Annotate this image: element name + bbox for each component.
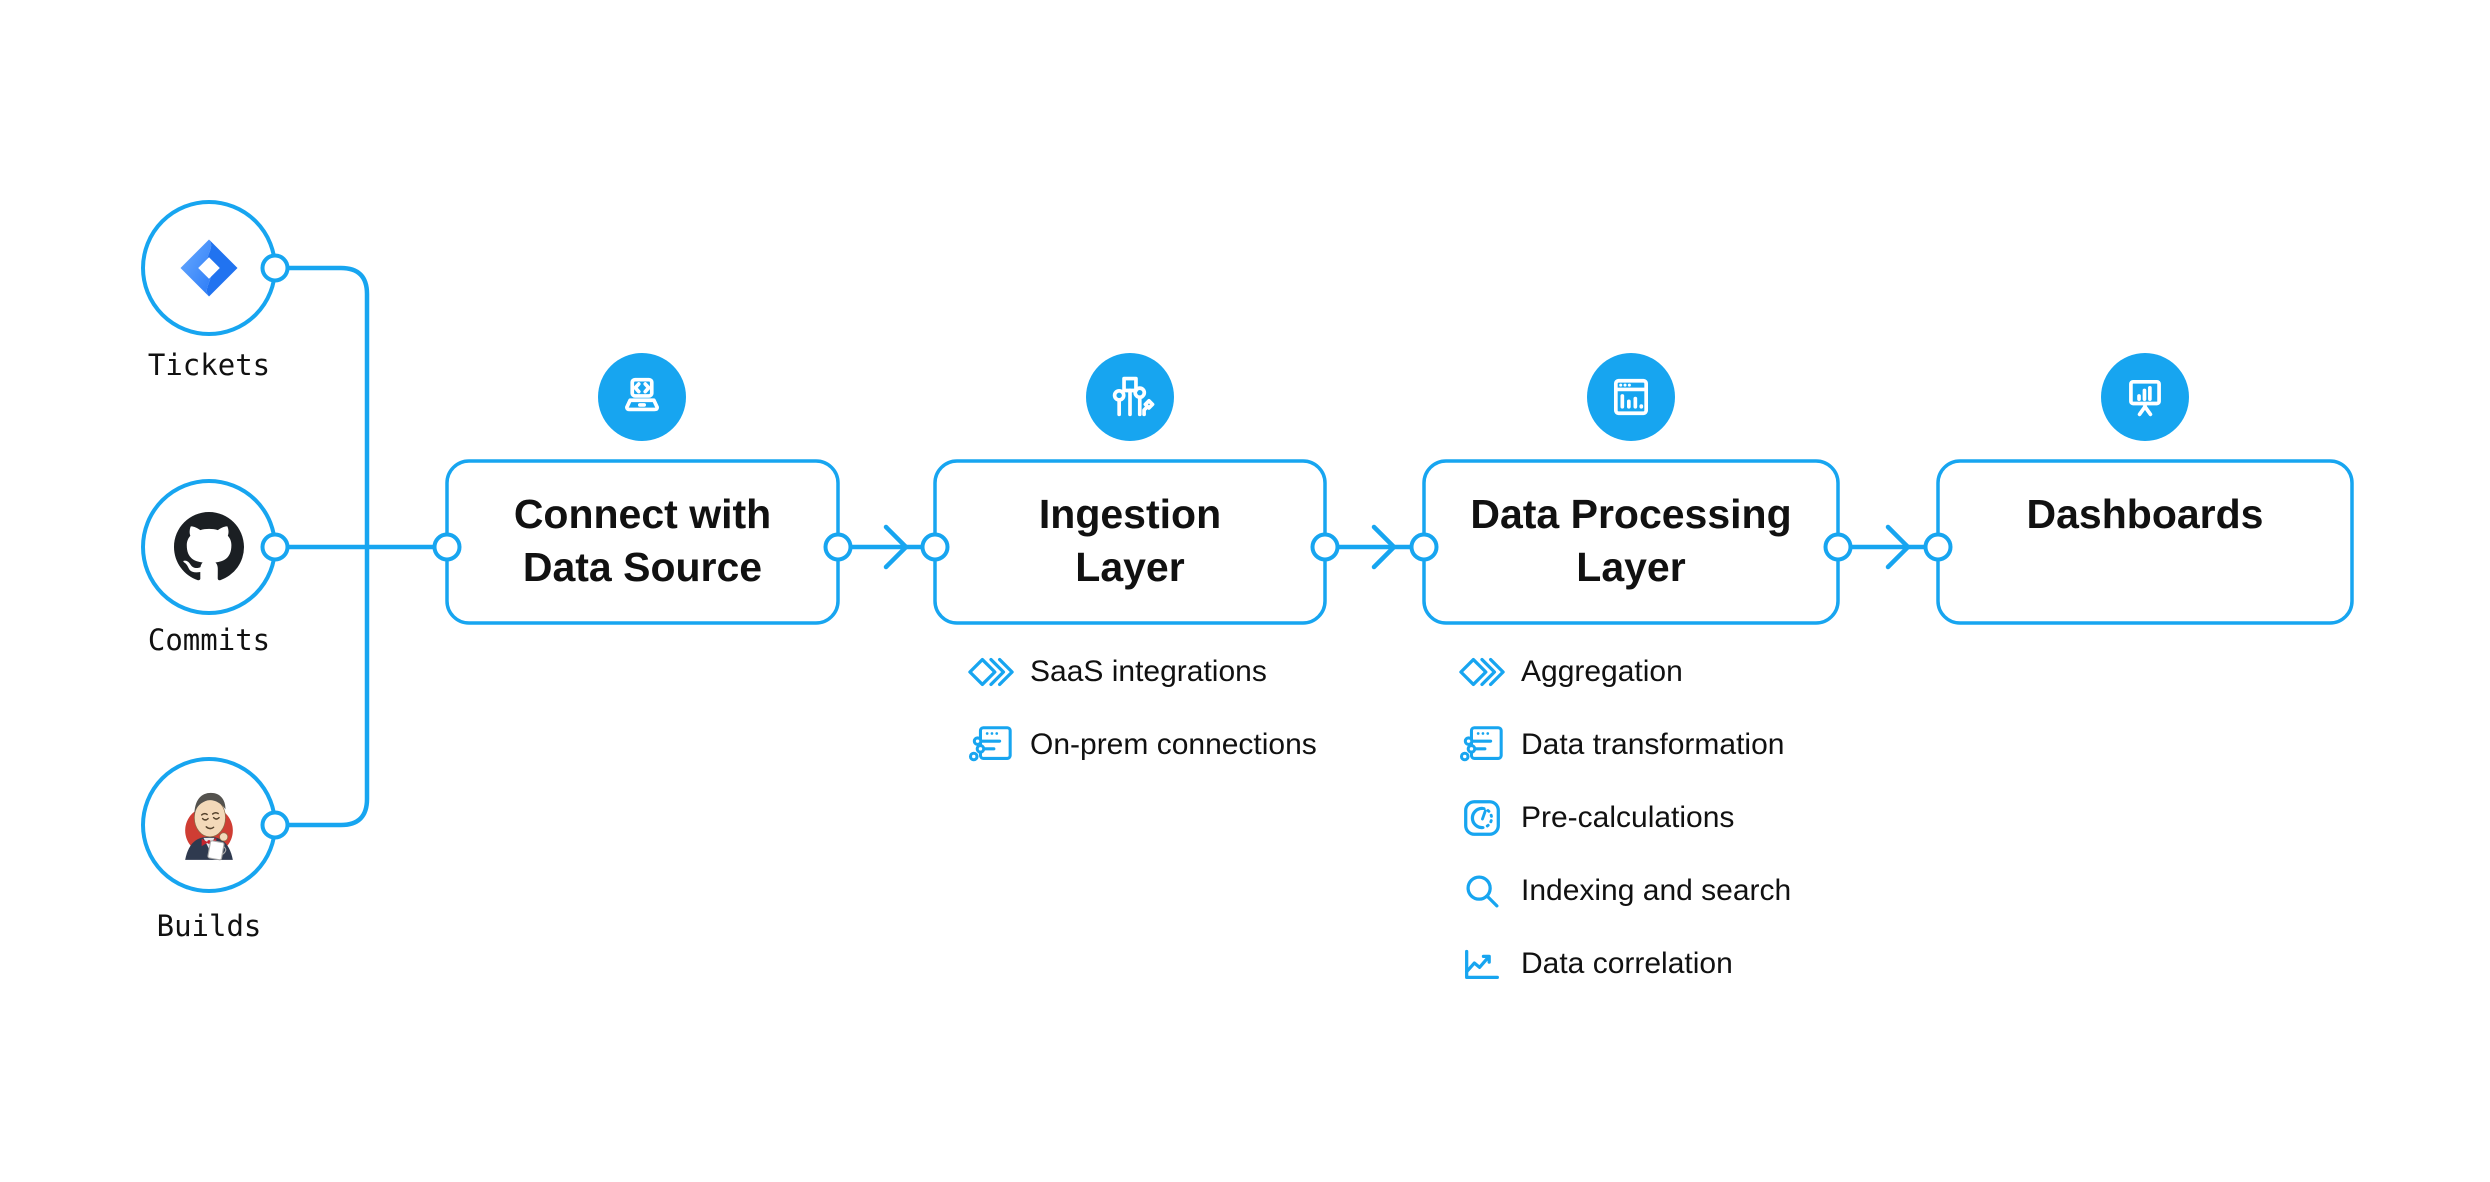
ingestion-feature-list: SaaS integrations On-prem connections [968,649,1317,768]
port-dashboards-in [1923,532,1953,562]
port-connect-in [432,532,462,562]
port-processing-out [1823,532,1853,562]
badge-circle-processing [1587,353,1675,441]
list-item: On-prem connections [968,722,1317,768]
processing-feature-list: Aggregation Data transformation [1459,649,1791,987]
stage-title-processing: Data Processing Layer [1470,491,1792,590]
list-item: Indexing and search [1459,868,1791,914]
github-icon [174,512,244,581]
window-sliders-icon [1459,726,1503,762]
stage-title-dashboards: Dashboards [2026,491,2264,537]
list-item: Pre-calculations [1459,795,1791,841]
feature-label: Aggregation [1521,655,1683,688]
source-label-commits: Commits [147,623,271,657]
list-item: Data correlation [1459,941,1791,987]
feature-label: On-prem connections [1030,728,1317,761]
line-chart-icon [1465,949,1499,980]
stage-title-connect: Connect with Data Source [513,491,772,590]
laptop-code-icon [624,377,660,412]
presentation-chart-icon [2129,379,2161,417]
feature-label: Pre-calculations [1521,801,1735,834]
arrow-head-3 [1885,524,1911,570]
window-bar-chart-icon [1613,378,1649,416]
search-icon [1466,875,1499,908]
stage-title-ingestion: Ingestion Layer [1038,491,1222,590]
port-ingestion-in [920,532,950,562]
port-builds [260,810,290,840]
feature-label: Data correlation [1521,947,1733,980]
jenkins-icon [185,792,233,861]
port-ingestion-out [1310,532,1340,562]
stacked-diamonds-icon [968,657,1014,687]
feature-label: Data transformation [1521,728,1785,761]
stacked-diamonds-icon [1459,657,1505,687]
port-tickets [260,253,290,283]
port-connect-out [823,532,853,562]
source-label-builds: Builds [156,909,262,943]
feature-label: Indexing and search [1521,874,1792,907]
gauge-icon [1464,800,1500,836]
circuit-branches-icon [1112,376,1155,417]
arrow-head-1 [883,524,909,570]
port-commits [260,532,290,562]
list-item: Aggregation [1459,649,1791,695]
jira-icon [180,239,238,297]
feature-label: SaaS integrations [1030,655,1267,688]
list-item: Data transformation [1459,722,1791,768]
list-item: SaaS integrations [968,649,1317,695]
window-sliders-icon [968,726,1012,762]
port-processing-in [1409,532,1439,562]
source-label-tickets: Tickets [147,348,271,382]
arrow-head-2 [1371,524,1397,570]
